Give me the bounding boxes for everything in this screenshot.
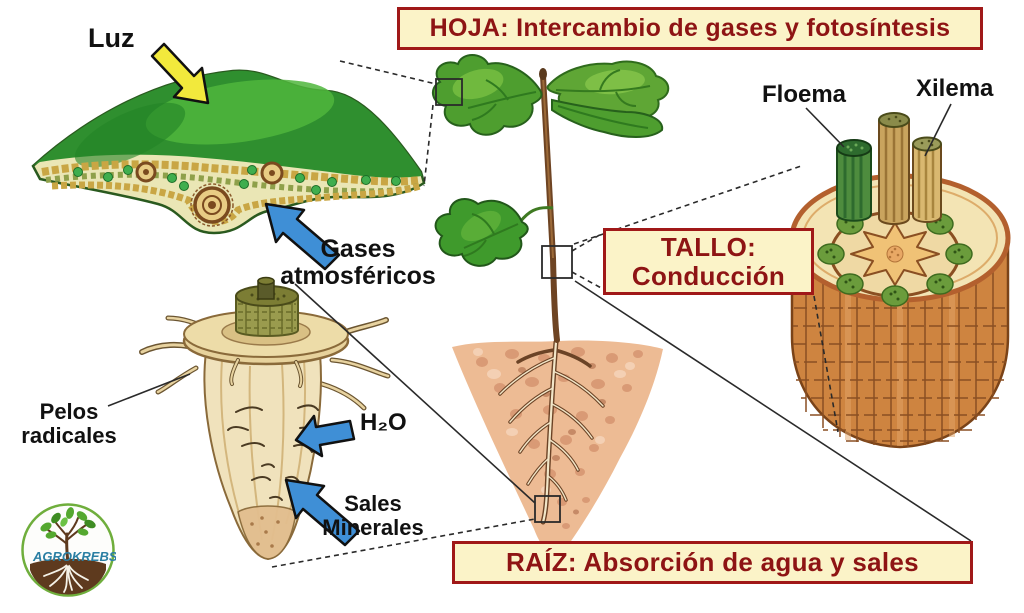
tallo-function-text: Conducción: [631, 260, 786, 291]
label-sales-minerales: Sales Minerales: [322, 491, 424, 540]
raiz-function-box: RAÍZ: Absorción de agua y sales: [452, 541, 973, 584]
tallo-title-text: TALLO:: [660, 231, 757, 262]
root-zoom-square: [534, 495, 561, 523]
stem-zoom-square: [541, 245, 573, 279]
light-arrow-icon: [150, 42, 210, 105]
leaf-cross-section-illustration: [31, 69, 426, 235]
minerals-arrow-icon: [284, 478, 361, 547]
label-h2o: H₂O: [360, 409, 407, 436]
label-pelos-radicales: Pelos radicales: [21, 399, 117, 448]
hoja-function-box: HOJA: Intercambio de gases y fotosíntesi…: [397, 7, 983, 50]
water-arrow-icon: [294, 414, 356, 458]
raiz-function-text: RAÍZ: Absorción de agua y sales: [506, 547, 919, 577]
label-gases-atmosfericos: Gases atmosféricos: [280, 235, 436, 290]
connector-lines: [107, 60, 972, 568]
logo-leaves: [40, 507, 96, 539]
label-xilema: Xilema: [916, 75, 994, 102]
phloem-column: [836, 139, 872, 222]
xylem-column: [912, 136, 942, 223]
stem-cylinder-illustration: [789, 112, 1011, 449]
hoja-function-text: HOJA: Intercambio de gases y fotosíntesi…: [429, 14, 951, 42]
label-luz: Luz: [88, 23, 135, 53]
gas-exchange-arrow-icon: [264, 202, 341, 271]
label-floema: Floema: [762, 81, 847, 108]
logo-text-krebs: KREBS: [72, 549, 116, 564]
tallo-function-box: TALLO: Conducción: [603, 228, 814, 295]
logo-text-agro: AGRO: [32, 549, 72, 564]
agrokrebs-logo: AGRO KREBS: [21, 503, 116, 597]
pith-column: [878, 112, 910, 225]
leaf-zoom-square: [435, 78, 463, 106]
seedling-illustration: [431, 54, 670, 554]
